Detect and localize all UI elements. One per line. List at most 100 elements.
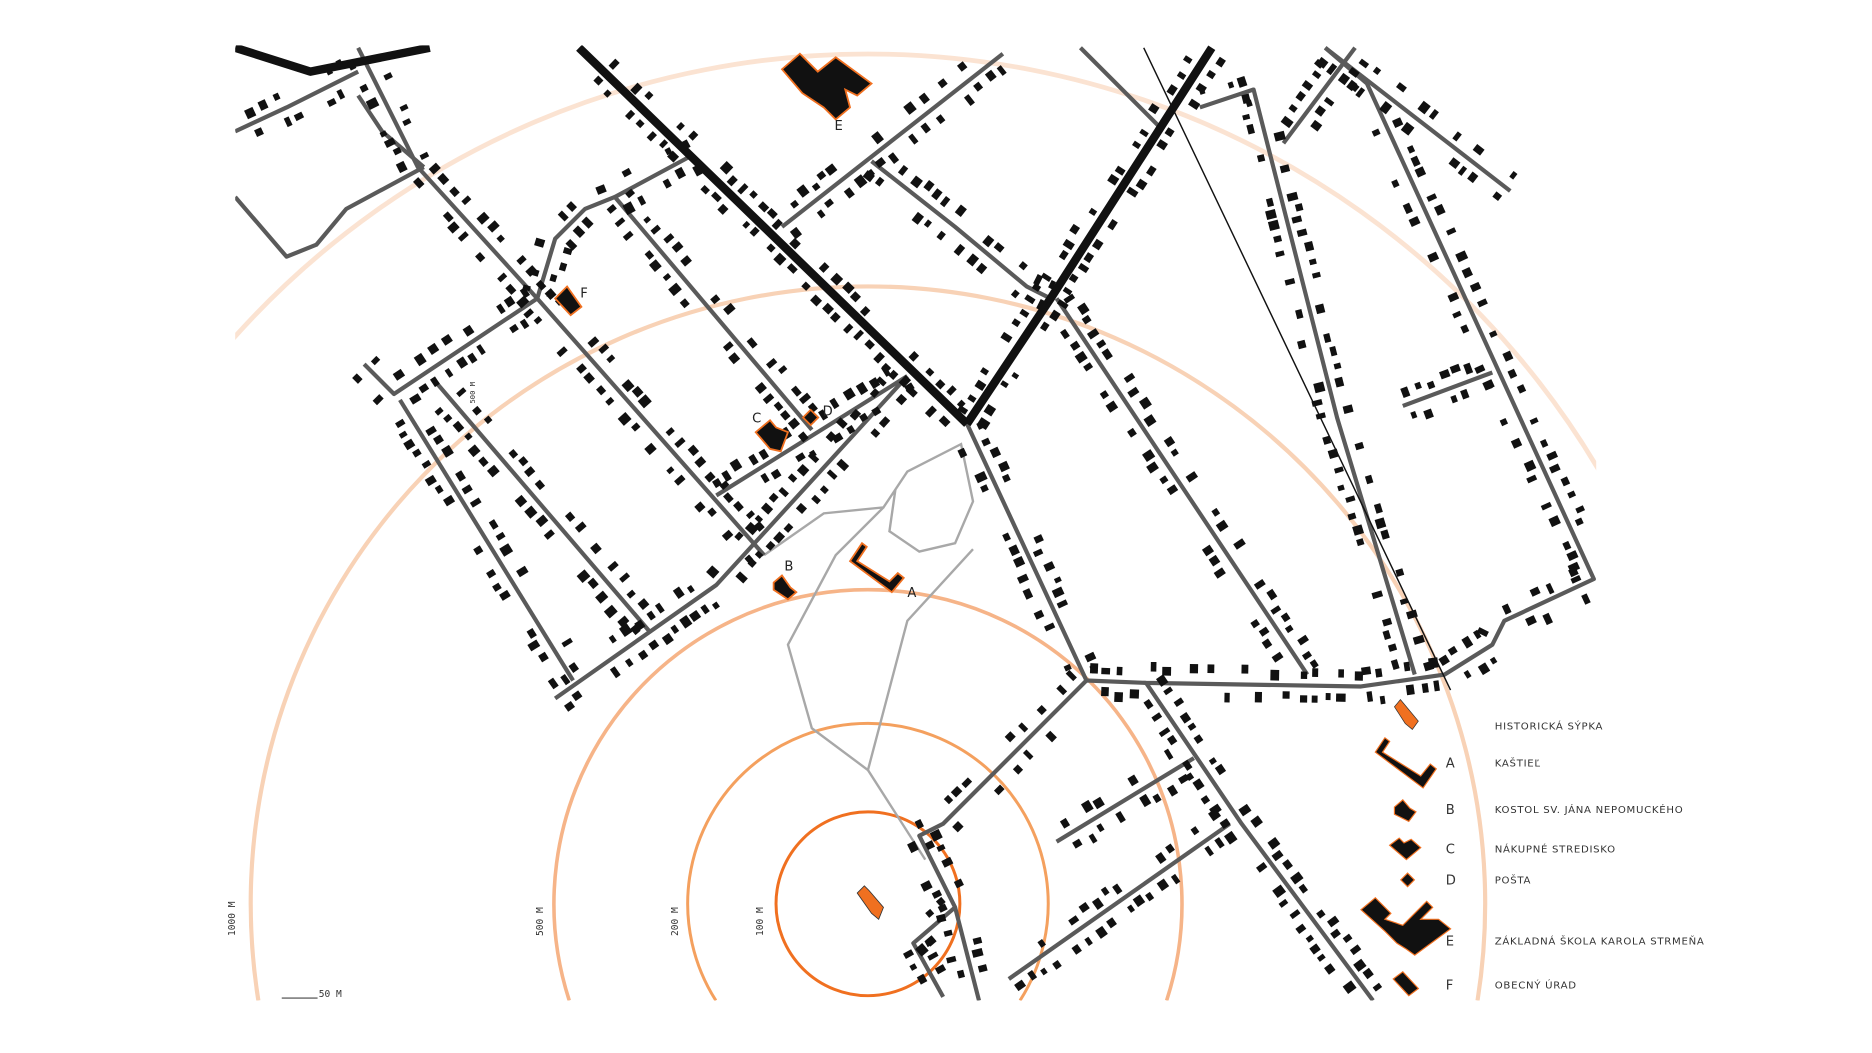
building (1427, 251, 1440, 263)
building (787, 417, 801, 430)
building (778, 487, 789, 498)
building (1278, 898, 1289, 908)
building (735, 571, 748, 584)
building (824, 198, 834, 208)
building (1290, 871, 1304, 885)
building (538, 651, 549, 663)
post-office-icon (1399, 872, 1416, 888)
building (1138, 396, 1152, 410)
building (1224, 830, 1238, 845)
building (1107, 219, 1118, 231)
radius-label-500m: 500 M (535, 907, 546, 936)
building (528, 267, 540, 277)
building (503, 295, 516, 308)
legend-label: HISTORICKÁ SÝPKA (1495, 719, 1603, 732)
building (1447, 291, 1460, 303)
building (549, 273, 558, 283)
building (1159, 475, 1169, 485)
building (1114, 692, 1124, 703)
building (1178, 773, 1190, 785)
building (1127, 774, 1139, 787)
building (1039, 321, 1050, 332)
building (1060, 328, 1070, 340)
building (593, 75, 604, 86)
building (1412, 634, 1425, 645)
building (1323, 333, 1332, 344)
building (931, 188, 943, 201)
building (754, 514, 764, 524)
building (796, 184, 810, 198)
building (1349, 944, 1362, 956)
building (1189, 663, 1199, 674)
building (766, 243, 776, 253)
building (1309, 659, 1319, 669)
building (1410, 410, 1418, 419)
building (1567, 561, 1581, 573)
road (965, 46, 1596, 689)
building (476, 211, 490, 225)
building (625, 188, 636, 199)
building (626, 589, 636, 599)
building (668, 282, 682, 297)
building (1101, 348, 1113, 361)
building (1294, 203, 1304, 212)
legend-label: OBECNÝ ÚRAD (1495, 979, 1577, 992)
building (1214, 763, 1227, 776)
building (486, 568, 497, 579)
building (1483, 381, 1493, 391)
legend-label: POŠTA (1495, 873, 1531, 886)
road (356, 94, 426, 169)
building (1043, 561, 1056, 572)
building (1107, 173, 1120, 186)
building (956, 61, 968, 72)
building (1208, 554, 1221, 567)
building (729, 458, 743, 472)
building (904, 382, 915, 393)
building (1446, 227, 1457, 236)
building (1477, 662, 1491, 676)
building (1423, 660, 1435, 672)
manor-icon (1374, 736, 1438, 789)
building (1142, 449, 1156, 463)
building (1101, 686, 1109, 697)
building (1022, 588, 1034, 600)
building (572, 225, 586, 238)
building (1286, 191, 1299, 202)
building (888, 369, 899, 380)
building (590, 542, 602, 555)
building (998, 460, 1010, 473)
building (1361, 666, 1372, 676)
building (595, 590, 609, 604)
building (842, 281, 855, 295)
building (644, 90, 654, 101)
building (1525, 615, 1537, 627)
building (622, 230, 634, 241)
building (1215, 56, 1226, 68)
building (1091, 897, 1104, 910)
building (1314, 303, 1326, 315)
building (686, 585, 695, 594)
building (1206, 69, 1216, 80)
building (1022, 749, 1034, 761)
building (1033, 609, 1045, 620)
building (1414, 381, 1422, 390)
building (631, 385, 644, 398)
building (1051, 586, 1065, 599)
building (897, 164, 909, 176)
building (646, 131, 657, 142)
building (1166, 84, 1178, 96)
building (757, 201, 770, 213)
building (583, 372, 595, 384)
building (492, 582, 502, 592)
road (398, 398, 575, 682)
building (670, 624, 680, 634)
building (1242, 113, 1251, 121)
building (1158, 727, 1171, 738)
road (235, 69, 360, 134)
buildings (244, 55, 1591, 995)
building (617, 412, 632, 426)
building (254, 127, 264, 138)
